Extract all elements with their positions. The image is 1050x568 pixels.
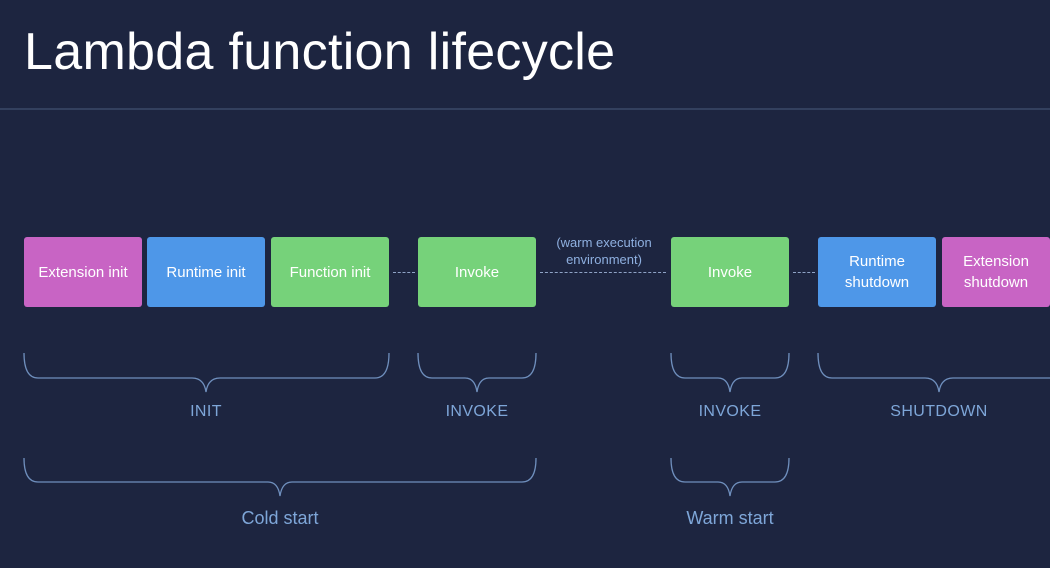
connector-init-invoke	[393, 272, 415, 273]
runtime-init-box: Runtime init	[147, 237, 265, 307]
brace-warm-start	[670, 457, 790, 497]
function-init-box: Function init	[271, 237, 389, 307]
invoke-box-1: Invoke	[418, 237, 536, 307]
runtime-shutdown-box: Runtime shutdown	[818, 237, 936, 307]
connector-warm	[540, 272, 666, 273]
extension-init-box: Extension init	[24, 237, 142, 307]
cold-start-label: Cold start	[241, 508, 319, 528]
title-divider	[0, 108, 1050, 110]
invoke-box-2: Invoke	[671, 237, 789, 307]
phase-label-shutdown: SHUTDOWN	[890, 403, 988, 420]
phase-label-invoke-1: INVOKE	[445, 403, 509, 420]
connector-invoke-shutdown	[793, 272, 815, 273]
phase-label-invoke-2: INVOKE	[698, 403, 762, 420]
brace-cold-start	[23, 457, 537, 497]
warm-environment-note: (warm execution environment)	[556, 235, 652, 267]
brace-invoke-1	[417, 352, 537, 393]
extension-shutdown-box: Extension shutdown	[942, 237, 1050, 307]
warm-start-label: Warm start	[686, 508, 774, 528]
brace-invoke-2	[670, 352, 790, 393]
phase-label-init: INIT	[190, 403, 222, 420]
page-title: Lambda function lifecycle	[24, 23, 616, 81]
brace-shutdown	[817, 352, 1050, 393]
brace-init	[23, 352, 390, 393]
